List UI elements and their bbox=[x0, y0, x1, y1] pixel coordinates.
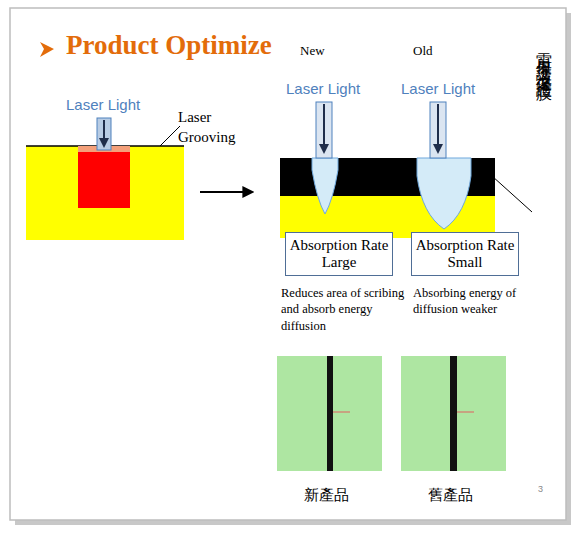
absorption-box: Absorption Rate Small bbox=[411, 232, 519, 276]
title-bullet bbox=[40, 42, 54, 57]
part-label: Laser Grooving bbox=[178, 107, 240, 148]
process-arrow bbox=[200, 191, 252, 193]
column-label: New bbox=[300, 43, 325, 59]
laser-arrow bbox=[323, 104, 325, 152]
scribe-line bbox=[327, 356, 333, 471]
laser-beam bbox=[97, 118, 111, 150]
photo-new bbox=[277, 356, 382, 471]
beam-label: Laser Light bbox=[286, 80, 360, 98]
photo-old bbox=[401, 356, 506, 471]
beam-label: Laser Light bbox=[66, 96, 140, 114]
box-label: Absorption Rate Small bbox=[412, 237, 518, 271]
beam-label: Laser Light bbox=[401, 80, 475, 98]
laser-arrow bbox=[103, 120, 105, 146]
slide-frame bbox=[10, 8, 566, 520]
slide-title: Product Optimize bbox=[66, 30, 272, 61]
laser-arrow bbox=[437, 104, 439, 152]
measure-tick bbox=[333, 412, 350, 413]
photo-caption: 新產品 bbox=[304, 486, 349, 504]
laser-beam bbox=[430, 102, 446, 158]
photo-caption: 舊產品 bbox=[428, 486, 473, 504]
measure-tick bbox=[457, 412, 474, 413]
scribe-line bbox=[450, 356, 457, 471]
box-label: Absorption Rate Large bbox=[286, 237, 392, 271]
wafer-substrate bbox=[26, 146, 184, 240]
page-number: 3 bbox=[538, 484, 543, 495]
leader-line bbox=[160, 126, 180, 146]
absorption-box: Absorption Rate Large bbox=[285, 232, 393, 276]
leader-line bbox=[492, 176, 532, 212]
device-region bbox=[78, 152, 130, 208]
film-label: 雷射保護液之保護膜 bbox=[536, 40, 552, 76]
column-label: Old bbox=[413, 43, 433, 59]
groove-old bbox=[417, 158, 471, 229]
note-text: Reduces area of scribing and absorb ener… bbox=[281, 285, 413, 334]
laser-beam bbox=[316, 102, 332, 158]
note-text: Absorbing energy of diffusion weaker bbox=[413, 285, 537, 318]
groove-new bbox=[312, 158, 338, 214]
